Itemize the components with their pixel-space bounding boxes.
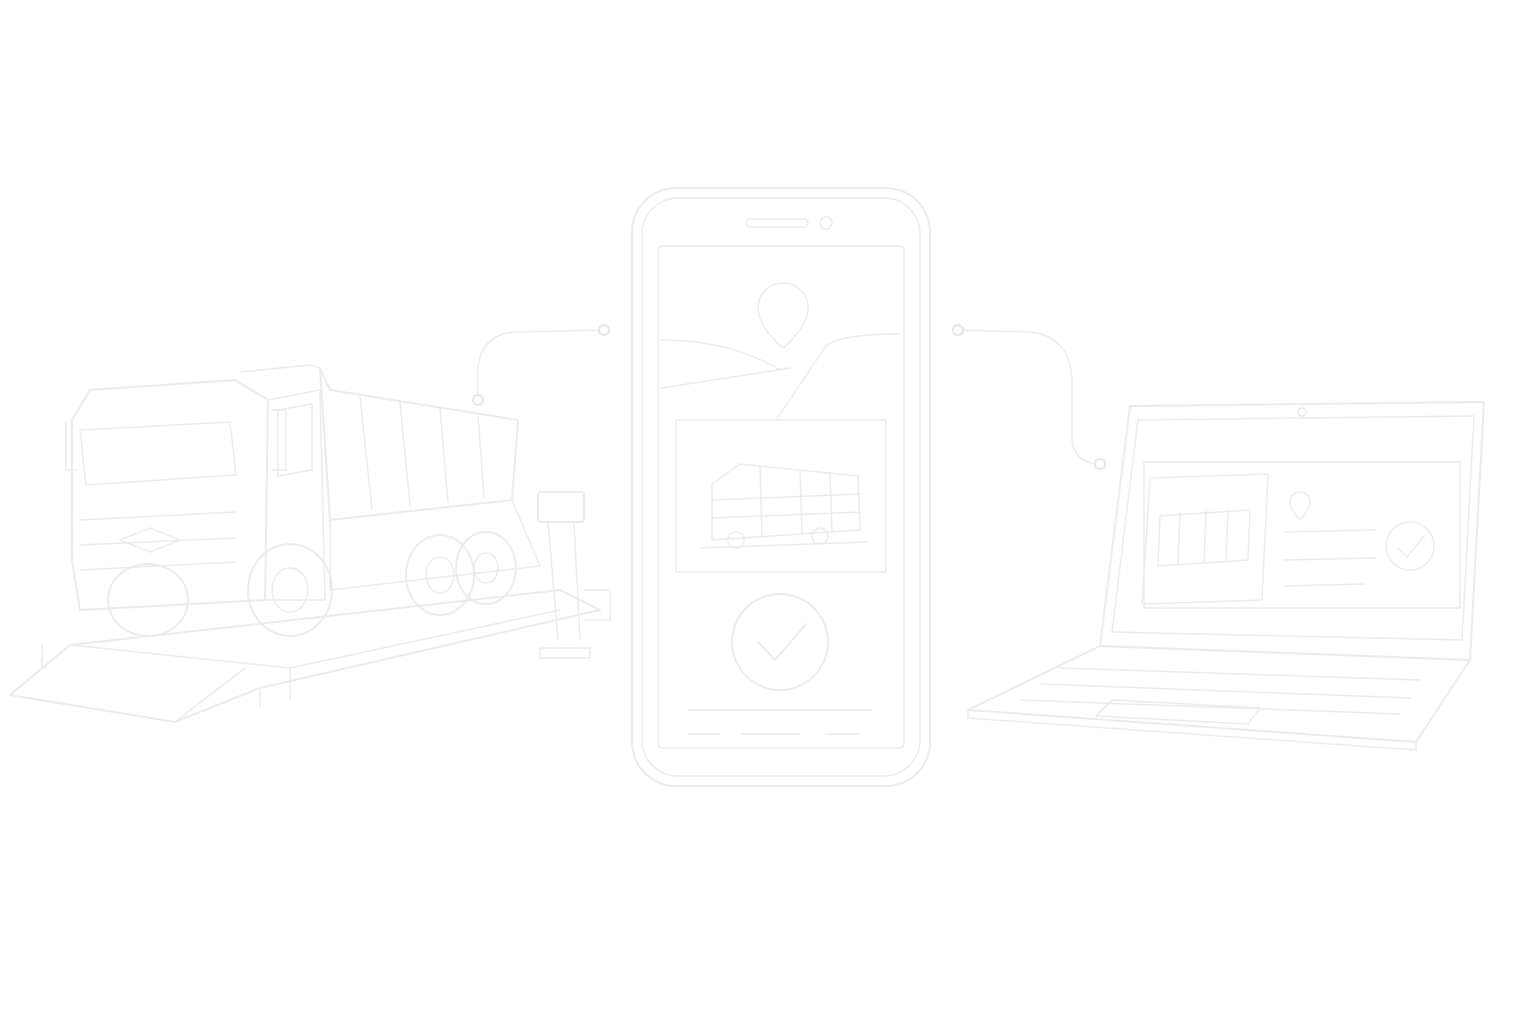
- connector-node-icon: [598, 324, 610, 336]
- location-pin-icon: [1283, 491, 1377, 587]
- trackpad-icon: [1095, 699, 1261, 725]
- check-circle-icon: [1385, 521, 1435, 571]
- scale-terminal-icon: [537, 491, 611, 659]
- dump-truck-icon: [65, 364, 541, 637]
- connector-node-icon: [472, 394, 484, 406]
- speaker-icon: [745, 218, 809, 228]
- connector-lines: [472, 324, 1106, 470]
- connector-node-icon: [952, 324, 964, 336]
- truck-photo-icon: [1141, 473, 1269, 605]
- truck-photo-icon: [675, 419, 887, 573]
- connector-node-icon: [1094, 458, 1106, 470]
- weighbridge-icon: [9, 589, 601, 723]
- check-circle-icon: [731, 593, 829, 691]
- webcam-icon: [1297, 407, 1307, 417]
- smartphone-icon: [631, 187, 931, 787]
- laptop-keyboard-icon: [967, 645, 1471, 751]
- phone-screen: [657, 245, 905, 749]
- location-pin-icon: [661, 282, 901, 421]
- laptop-screen: [1143, 461, 1461, 609]
- camera-icon: [819, 216, 833, 230]
- truck-on-weighbridge-group: [9, 364, 611, 723]
- laptop-icon: [967, 401, 1485, 751]
